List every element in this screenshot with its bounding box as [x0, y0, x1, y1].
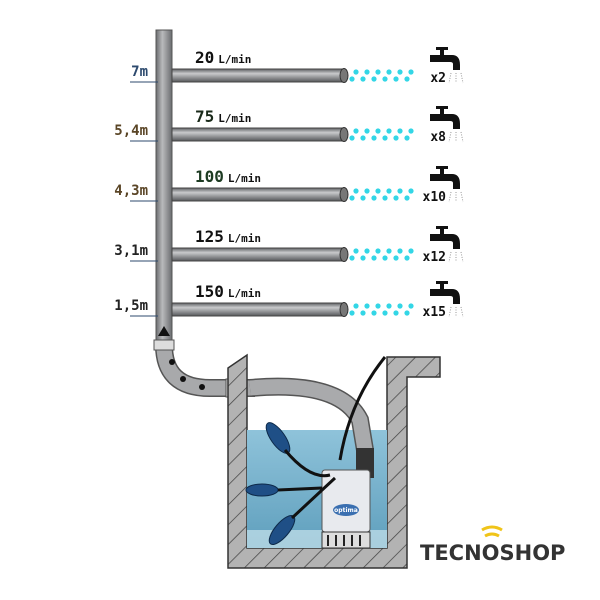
outlet-row: 3,1m 125 L/min x12: [114, 226, 464, 265]
flow-label: 125 L/min: [195, 227, 261, 246]
flow-label: 100 L/min: [195, 167, 261, 186]
water-spray: [349, 69, 414, 82]
water-spray: [349, 188, 414, 201]
flow-unit: L/min: [228, 172, 261, 185]
outlet-pipe: [171, 247, 345, 262]
height-label: 7m: [131, 64, 148, 80]
float-switches: [245, 422, 337, 546]
pump-brand: optima: [334, 507, 358, 514]
outlet-pipe: [171, 68, 345, 83]
faucet-icon: [430, 166, 464, 203]
flow-unit: L/min: [228, 287, 261, 300]
height-label: 5,4m: [114, 123, 148, 139]
outlet-row: 7m 20 L/min x2: [130, 47, 464, 86]
flow-unit: L/min: [218, 112, 251, 125]
tap-count: x8: [430, 130, 446, 145]
flow-value: 100: [195, 167, 224, 186]
pipe-end: [339, 302, 349, 317]
faucet-icon: [430, 106, 464, 143]
riser-pipe: [155, 29, 173, 349]
tap-count: x12: [423, 250, 446, 265]
flow-unit: L/min: [218, 53, 251, 66]
outlet-row: 1,5m 150 L/min x15: [114, 281, 464, 320]
flow-label: 75 L/min: [195, 107, 251, 126]
outlet-row: 4,3m 100 L/min x10: [114, 166, 464, 205]
tap-count: x2: [430, 71, 446, 86]
height-label: 3,1m: [114, 243, 148, 259]
outlet-pipe: [171, 302, 345, 317]
flow-value: 150: [195, 282, 224, 301]
flow-value: 125: [195, 227, 224, 246]
logo-text: TECNOSHOP: [420, 541, 565, 565]
pipe-coupling: [153, 339, 175, 351]
tap-count: x15: [423, 305, 446, 320]
flow-arrow: [158, 326, 170, 336]
outlet-pipe: [171, 127, 345, 142]
height-label: 4,3m: [114, 183, 148, 199]
water-spray: [349, 128, 414, 141]
outlet-pipe: [171, 187, 345, 202]
pipe-end: [339, 127, 349, 142]
faucet-icon: [430, 47, 464, 84]
pipe-end: [339, 68, 349, 83]
flow-value: 75: [195, 107, 214, 126]
pipe-end: [339, 247, 349, 262]
water-spray: [349, 303, 414, 316]
height-label: 1,5m: [114, 298, 148, 314]
flow-label: 150 L/min: [195, 282, 261, 301]
faucet-icon: [430, 226, 464, 263]
pipe-end: [339, 187, 349, 202]
submersible-pump: optima: [321, 448, 374, 549]
faucet-icon: [430, 281, 464, 318]
flow-unit: L/min: [228, 232, 261, 245]
flow-value: 20: [195, 48, 214, 67]
tap-count: x10: [423, 190, 447, 205]
power-cable: [338, 356, 387, 461]
outlet-row: 5,4m 75 L/min x8: [114, 106, 464, 145]
flow-label: 20 L/min: [195, 48, 251, 67]
tecnoshop-logo: TECNOSHOP: [420, 525, 565, 565]
flow-arrows: [169, 359, 205, 390]
water-spray: [349, 248, 414, 261]
